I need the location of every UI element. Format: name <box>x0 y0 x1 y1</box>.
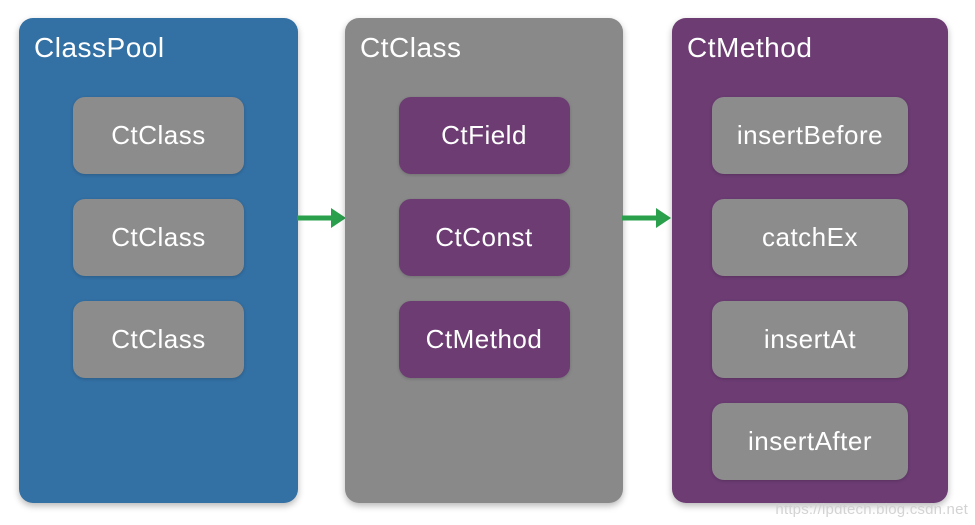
node-insertafter: insertAfter <box>712 403 908 480</box>
node-insertat: insertAt <box>712 301 908 378</box>
node-ctclass-3: CtClass <box>73 301 244 378</box>
node-ctclass-2: CtClass <box>73 199 244 276</box>
panel-ctmethod: CtMethod insertBefore catchEx insertAt i… <box>672 18 948 503</box>
panel-classpool: ClassPool CtClass CtClass CtClass <box>19 18 298 503</box>
arrow-ctclass-to-ctmethod-icon <box>622 208 671 228</box>
node-ctmethod: CtMethod <box>398 301 570 378</box>
panel-ctmethod-title: CtMethod <box>687 32 813 63</box>
node-ctconst: CtConst <box>398 199 570 276</box>
arrow-head <box>331 208 346 228</box>
panel-ctclass: CtClass CtField CtConst CtMethod <box>345 18 623 503</box>
panel-classpool-title: ClassPool <box>34 32 165 63</box>
arrow-classpool-to-ctclass-icon <box>297 208 346 228</box>
panel-ctclass-items: CtField CtConst CtMethod <box>345 97 623 378</box>
watermark-url: https://lpdtech.blog.csdn.net <box>775 501 968 518</box>
arrow-head <box>656 208 671 228</box>
panel-classpool-items: CtClass CtClass CtClass <box>19 97 298 378</box>
node-insertbefore: insertBefore <box>712 97 908 174</box>
node-catchex: catchEx <box>712 199 908 276</box>
node-ctfield: CtField <box>398 97 570 174</box>
panel-ctclass-title: CtClass <box>360 32 462 63</box>
panel-ctmethod-items: insertBefore catchEx insertAt insertAfte… <box>672 97 948 480</box>
node-ctclass-1: CtClass <box>73 97 244 174</box>
